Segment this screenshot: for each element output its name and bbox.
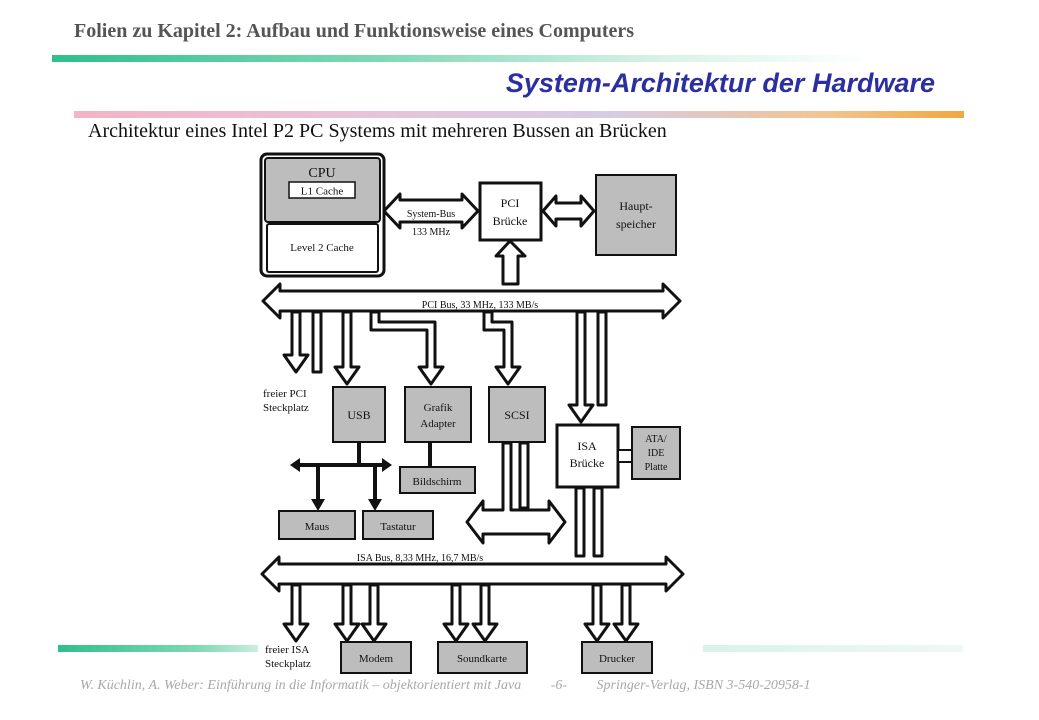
pci-drop-graphics [369,310,445,386]
isa-bridge-down-line-1 [574,486,586,558]
pci-drop-usb [333,310,361,386]
scsi-box [488,386,546,443]
main-memory-label-2: speicher [616,217,656,231]
pci-drop-isa-bridge [567,310,595,424]
scsi-out-arrow [465,441,567,545]
slide-title: System-Architektur der Hardware [505,68,935,98]
system-bus-label: System-Bus [407,209,455,220]
usb-branch-right-arrow [382,458,392,472]
isa-drop-soundcard-b [471,583,499,643]
pci-bridge-down-arrow [494,239,527,286]
cpu-label: CPU [308,166,335,181]
pci-drop-usb-a [311,310,323,374]
main-memory-label-1: Haupt- [619,199,652,213]
isa-bridge-down-line-2 [592,486,604,558]
soundcard-box [437,641,528,674]
pci-bridge-box [478,181,543,242]
cpu-module: CPU L1 Cache Level 2 Cache [259,152,386,278]
pci-bridge-label-1: PCI [501,196,520,210]
slide-subtitle: Architektur eines Intel P2 PC Systems mi… [88,120,667,142]
usb-box [332,386,386,443]
footer-page-number: -6- [550,678,568,693]
isa-drop-printer-b [612,583,640,643]
pci-drop-free-slot [282,310,310,374]
screen-label: Bildschirm [413,476,462,488]
usb-branch-left-arrow [290,458,300,472]
isa-bus-label: ISA Bus, 8,33 MHz, 16,7 MB/s [357,553,484,564]
pci-drop-scsi [482,310,522,386]
free-isa-slot-label-1: freier ISA [265,644,309,656]
footer-authors: W. Küchlin, A. Weber: Einführung in die … [80,678,522,693]
scsi-label: SCSI [504,408,529,422]
footer-divider-right [703,645,963,652]
pci-bus [261,282,682,320]
ata-ide-label-1: ATA/ [645,434,667,445]
keyboard-box [362,510,434,540]
isa-drop-free-slot [282,583,310,643]
pci-drop-right [596,310,608,407]
pci-bridge-label-2: Brücke [493,214,528,228]
mouse-box [278,510,356,540]
usb-label: USB [347,408,370,422]
usb-to-keyboard-arrow [368,499,382,511]
graphics-adapter-box [404,386,472,443]
mouse-label: Maus [305,521,329,533]
main-memory-box [595,174,677,256]
isa-bridge-label-1: ISA [577,439,597,453]
footer-publisher: Springer-Verlag, ISBN 3-540-20958-1 [596,678,811,693]
footer-divider-left [58,645,258,652]
system-bus-speed: 133 MHz [412,227,451,238]
usb-to-mouse-arrow [311,499,325,511]
memory-bus-arrow [541,194,596,228]
ata-ide-box [631,426,681,480]
modem-label: Modem [359,653,394,665]
isa-drop-modem-a [333,583,361,643]
modem-box [340,641,412,674]
pci-bus-label: PCI Bus, 33 MHz, 133 MB/s [422,300,539,311]
footer: W. Küchlin, A. Weber: Einführung in die … [80,678,811,694]
isa-drop-printer-a [583,583,611,643]
printer-label: Drucker [599,653,635,665]
keyboard-label: Tastatur [380,521,416,533]
scsi-out-line-2 [518,441,530,510]
isa-bridge-label-2: Brücke [570,456,605,470]
printer-box [581,641,653,674]
free-isa-slot-label-2: Steckplatz [265,658,311,670]
soundcard-label: Soundkarte [457,653,507,665]
isa-drop-modem-b [360,583,388,643]
free-pci-slot-label-2: Steckplatz [263,402,309,414]
ata-connector [617,449,633,463]
isa-drop-soundcard-a [442,583,470,643]
header-title: Folien zu Kapitel 2: Aufbau und Funktion… [74,20,635,42]
screen-box [399,466,476,494]
ata-ide-label-2: IDE [648,448,665,459]
free-pci-slot-label-1: freier PCI [263,388,307,400]
l1-cache-label: L1 Cache [301,186,344,198]
system-bus-arrow [382,192,480,230]
l2-cache-label: Level 2 Cache [290,242,354,254]
isa-bus [260,555,685,593]
graphics-adapter-label-1: Grafik [424,402,453,414]
header-divider [52,55,872,62]
ata-ide-label-3: Platte [645,462,668,473]
title-divider [74,111,964,118]
graphics-adapter-label-2: Adapter [420,418,456,430]
